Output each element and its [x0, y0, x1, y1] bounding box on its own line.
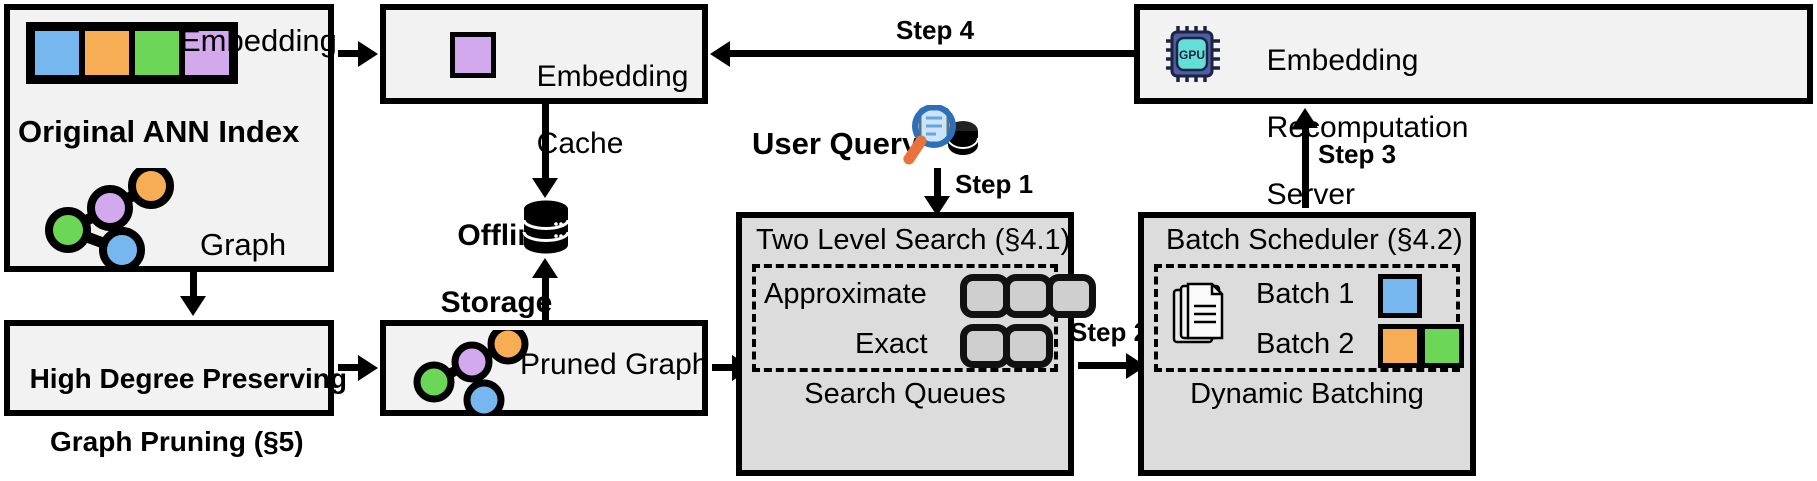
arrow-prunedgraph-to-storage-head	[532, 258, 558, 278]
embedding-chip-blue	[32, 28, 82, 78]
pruned-graph-label: Pruned Graph	[520, 348, 709, 381]
magnifier-document-icon	[903, 105, 979, 165]
arrow-prunedgraph-to-search-line	[712, 364, 734, 371]
original-index-graph-icon	[45, 168, 174, 268]
arrow-index-to-pruning-line	[190, 272, 197, 298]
batch-scheduler-title: Batch Scheduler (§4.2)	[1166, 224, 1463, 256]
embedding-vector-chips	[26, 22, 238, 84]
step2-label: Step 2	[1070, 317, 1149, 347]
step4-label: Step 4	[896, 15, 975, 45]
embedding-chip-green	[132, 28, 182, 78]
recomputation-server-label: Embedding Recomputation Server	[1266, 43, 1469, 211]
pruned-graph-icon	[413, 330, 529, 416]
exact-slot-2[interactable]	[1003, 324, 1053, 368]
exact-row-label: Exact	[855, 328, 928, 360]
graph-pruning-panel	[4, 320, 334, 416]
arrow-index-to-cache-head	[358, 41, 378, 67]
recomputation-server-panel	[1134, 4, 1813, 104]
arrow-pruning-to-prunedgraph-head	[358, 355, 378, 381]
arrow-index-to-pruning-head	[180, 296, 206, 316]
arrow-step1-line	[934, 168, 941, 198]
step1-label: Step 1	[955, 169, 1034, 199]
arrow-cache-to-storage-head	[532, 178, 558, 198]
embedding-label: Embedding	[180, 23, 337, 58]
batch-scheduler-panel	[1138, 212, 1476, 476]
arrow-step1-head	[924, 196, 950, 216]
batch-2-chip-green	[1420, 324, 1464, 368]
arrow-prunedgraph-to-storage-line	[542, 278, 549, 322]
embedding-cache-label: Embedding Cache	[536, 59, 689, 160]
arrow-cache-to-storage-line	[542, 104, 549, 180]
svg-text:GPU: GPU	[1179, 48, 1205, 62]
arrow-step2-line	[1078, 362, 1130, 369]
documents-stack-icon	[1172, 282, 1224, 344]
batch-1-chip-blue	[1378, 274, 1422, 318]
approximate-row-label: Approximate	[764, 278, 927, 310]
graph-label: Graph	[200, 227, 287, 262]
arrow-pruning-to-prunedgraph-line	[338, 364, 360, 371]
arrow-step4-head	[710, 41, 730, 67]
search-queues-footer: Search Queues	[804, 378, 1006, 410]
approximate-slot-3[interactable]	[1046, 274, 1096, 318]
arrow-step3-line	[1302, 128, 1309, 208]
embedding-chip-purple	[182, 28, 232, 78]
embedding-chip-orange	[82, 28, 132, 78]
gpu-chip-icon: GPU	[1166, 26, 1220, 82]
arrow-step3-head	[1292, 108, 1318, 128]
dynamic-batching-dashed-region	[1154, 264, 1460, 372]
user-query-label: User Query	[752, 126, 920, 161]
embedding-cache-chip	[450, 32, 496, 78]
batch-1-label: Batch 1	[1256, 278, 1355, 310]
search-queues-dashed-region	[752, 264, 1058, 372]
database-cylinder-icon	[522, 200, 570, 254]
arrow-step4-line	[730, 50, 1134, 57]
original-ann-index-title: Original ANN Index	[18, 114, 300, 149]
arrow-index-to-cache-line	[338, 50, 360, 57]
embedding-cache-panel	[380, 4, 708, 104]
graph-pruning-label: High Degree Preserving Graph Pruning (§5…	[29, 363, 348, 458]
batch-2-label: Batch 2	[1256, 328, 1355, 360]
two-level-search-title: Two Level Search (§4.1)	[756, 224, 1071, 256]
batch-2-chip-orange	[1378, 324, 1422, 368]
step3-label: Step 3	[1318, 139, 1397, 169]
dynamic-batching-footer: Dynamic Batching	[1190, 378, 1424, 410]
